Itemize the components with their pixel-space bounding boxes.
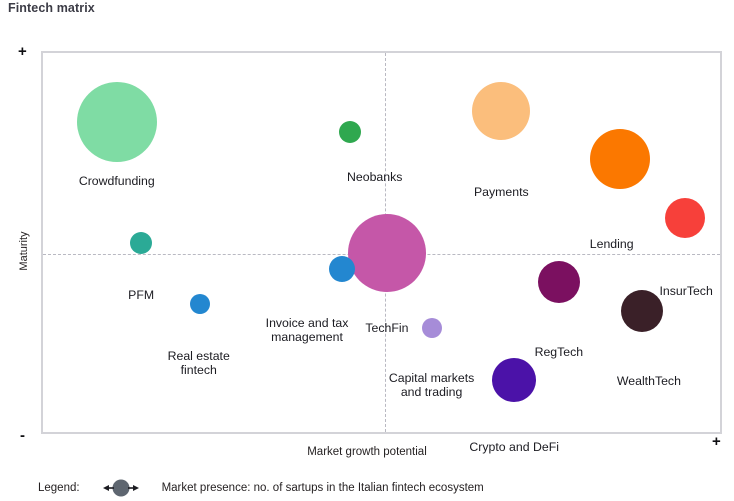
- bubble-invoice-and-tax-management[interactable]: [328, 255, 355, 282]
- bubble-pfm[interactable]: [130, 231, 153, 254]
- bubble-neobanks[interactable]: [339, 121, 362, 144]
- bubble-label-neobanks: Neobanks: [347, 170, 403, 185]
- bubble-lending[interactable]: [589, 129, 650, 190]
- bubble-label-crowdfunding: Crowdfunding: [78, 174, 155, 189]
- page-title: Fintech matrix: [8, 1, 95, 15]
- bubble-capital-markets-and-trading[interactable]: [421, 317, 442, 338]
- y-axis-plus-mark: +: [18, 43, 27, 60]
- bubble-label-regtech: RegTech: [534, 344, 584, 359]
- x-axis-title: Market growth potential: [307, 446, 427, 458]
- bubble-label-payments: Payments: [473, 185, 529, 200]
- x-axis-plus-mark: +: [712, 433, 721, 450]
- bubble-label-real-estate-fintech: Real estate fintech: [167, 348, 230, 377]
- legend-caption: Legend:: [38, 482, 80, 494]
- bubble-label-capital-markets-and-trading: Capital markets and trading: [388, 371, 475, 400]
- bubble-label-pfm: PFM: [128, 287, 155, 302]
- bubble-regtech[interactable]: [537, 261, 580, 304]
- legend-description: Market presence: no. of sartups in the I…: [161, 482, 484, 494]
- bubble-crypto-and-defi[interactable]: [492, 357, 537, 402]
- bubble-label-crypto-and-defi: Crypto and DeFi: [469, 439, 559, 454]
- bubble-label-wealthtech: WealthTech: [616, 374, 681, 389]
- legend: Legend: Market presence: no. of sartups …: [38, 478, 484, 498]
- bubble-label-insurtech: InsurTech: [659, 284, 713, 299]
- bubble-techfin[interactable]: [347, 213, 426, 292]
- bubble-wealthtech[interactable]: [621, 290, 664, 333]
- bubble-payments[interactable]: [472, 82, 531, 141]
- bubble-real-estate-fintech[interactable]: [190, 293, 211, 314]
- bubble-label-techfin: TechFin: [365, 320, 409, 335]
- y-axis-title: Maturity: [18, 231, 30, 271]
- bubble-label-lending: Lending: [589, 237, 634, 252]
- bubble-label-invoice-and-tax-management: Invoice and tax management: [265, 316, 349, 345]
- y-axis-minus-mark: -: [20, 427, 25, 444]
- bubble-insurtech[interactable]: [664, 198, 705, 239]
- bubble-crowdfunding[interactable]: [76, 81, 157, 162]
- bubble-size-arrows-icon: [92, 479, 150, 497]
